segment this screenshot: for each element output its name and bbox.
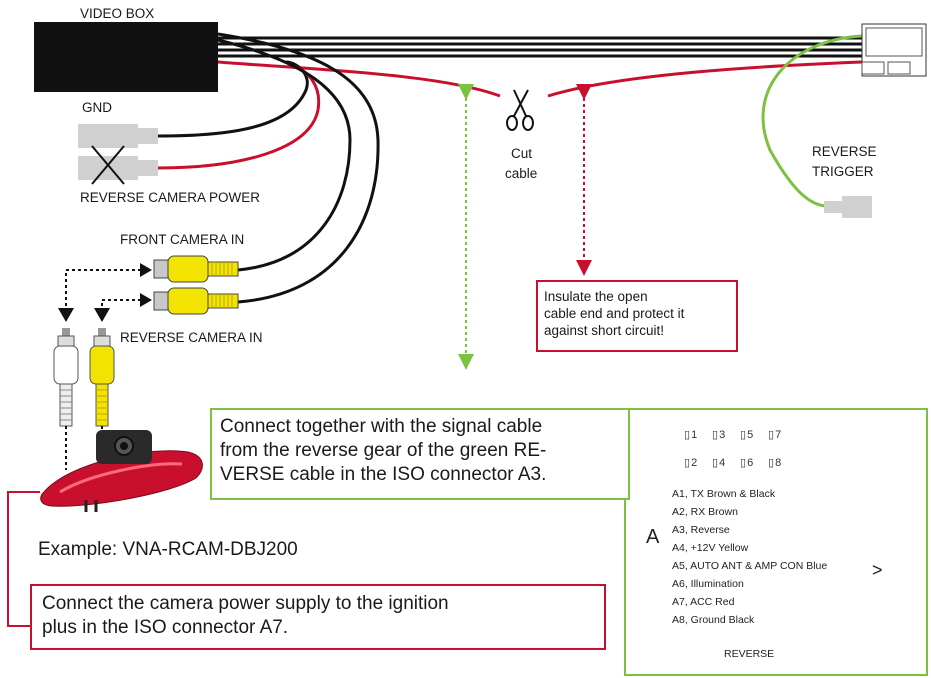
insulate-note-line2: cable end and protect it (544, 306, 685, 321)
reverse-trigger-label-line1: REVERSE (812, 144, 877, 159)
video-box-label: VIDEO BOX (80, 6, 155, 21)
reverse-camera-power-label: REVERSE CAMERA POWER (80, 190, 261, 205)
pin-label: ▯1 (684, 429, 699, 441)
iso-connector-plug (861, 23, 927, 77)
pin-label: ▯6 (740, 457, 755, 469)
cut-label-line1: Cut (511, 146, 533, 161)
insulate-note-line3: against short circuit! (544, 323, 665, 338)
insulate-note-line1: Insulate the open (544, 289, 648, 304)
iso-legend-a3: A3, Reverse (672, 524, 730, 536)
dotted-reverse-link (94, 293, 152, 322)
pin-label: ▯3 (712, 429, 727, 441)
main-harness (218, 36, 862, 58)
reverse-trigger-plug (824, 196, 872, 218)
power-plug (78, 145, 158, 185)
camera-rca-yellow (89, 328, 115, 427)
front-camera-in-label: FRONT CAMERA IN (120, 232, 245, 247)
connect-signal-line1: Connect together with the signal cable (220, 416, 543, 437)
pin-label: ▯8 (768, 457, 783, 469)
green-reverse-wire (761, 34, 863, 208)
iso-panel-frame (624, 408, 928, 676)
connect-signal-line3: VERSE cable in the ISO connector A3. (220, 464, 547, 485)
iso-legend-a8: A8, Ground Black (672, 614, 755, 626)
iso-reverse-label: REVERSE (724, 648, 775, 660)
reverse-camera-cable (217, 32, 380, 304)
video-box (34, 22, 218, 92)
camera-rca-white (53, 328, 79, 427)
dotted-front-link (58, 263, 152, 322)
pin-label: ▯4 (712, 457, 727, 469)
iso-legend-a4: A4, +12V Yellow (672, 542, 749, 554)
pin-label: ▯7 (768, 429, 783, 441)
connect-signal-line2: from the reverse gear of the green RE- (220, 440, 547, 461)
example-label: Example: VNA-RCAM-DBJ200 (38, 539, 298, 560)
connect-power-note: Connect the camera power supply to the i… (30, 584, 606, 650)
iso-connector-letter: A (646, 526, 660, 548)
connect-power-line2: plus in the ISO connector A7. (42, 617, 289, 638)
iso-legend-a1: A1, TX Brown & Black (672, 488, 776, 500)
insulate-note: Insulate the open cable end and protect … (536, 280, 738, 352)
connect-signal-note: Connect together with the signal cable f… (210, 408, 630, 500)
red-power-wire-right (547, 60, 863, 98)
connect-power-line1: Connect the camera power supply to the i… (42, 593, 449, 614)
iso-legend-a7: A7, ACC Red (672, 596, 735, 608)
iso-plug-mark: > (872, 560, 883, 580)
pin-label: ▯5 (740, 429, 755, 441)
front-rca-connector (153, 255, 239, 283)
iso-legend-a6: A6, Illumination (672, 578, 744, 590)
iso-legend-a5: A5, AUTO ANT & AMP CON Blue (672, 560, 828, 572)
pin-label: ▯2 (684, 457, 699, 469)
reverse-camera-in-label: REVERSE CAMERA IN (120, 330, 263, 345)
scissors-icon (506, 89, 534, 131)
reverse-camera-device (40, 430, 203, 512)
iso-legend-a2: A2, RX Brown (672, 506, 738, 518)
reverse-rca-connector (153, 287, 239, 315)
power-note-bracket (7, 491, 40, 627)
gnd-label: GND (82, 100, 112, 115)
gnd-plug (78, 124, 158, 148)
front-camera-cable (217, 38, 352, 272)
reverse-trigger-label-line2: TRIGGER (812, 164, 874, 179)
cut-label-line2: cable (505, 166, 538, 181)
red-power-wire-left (217, 60, 501, 98)
